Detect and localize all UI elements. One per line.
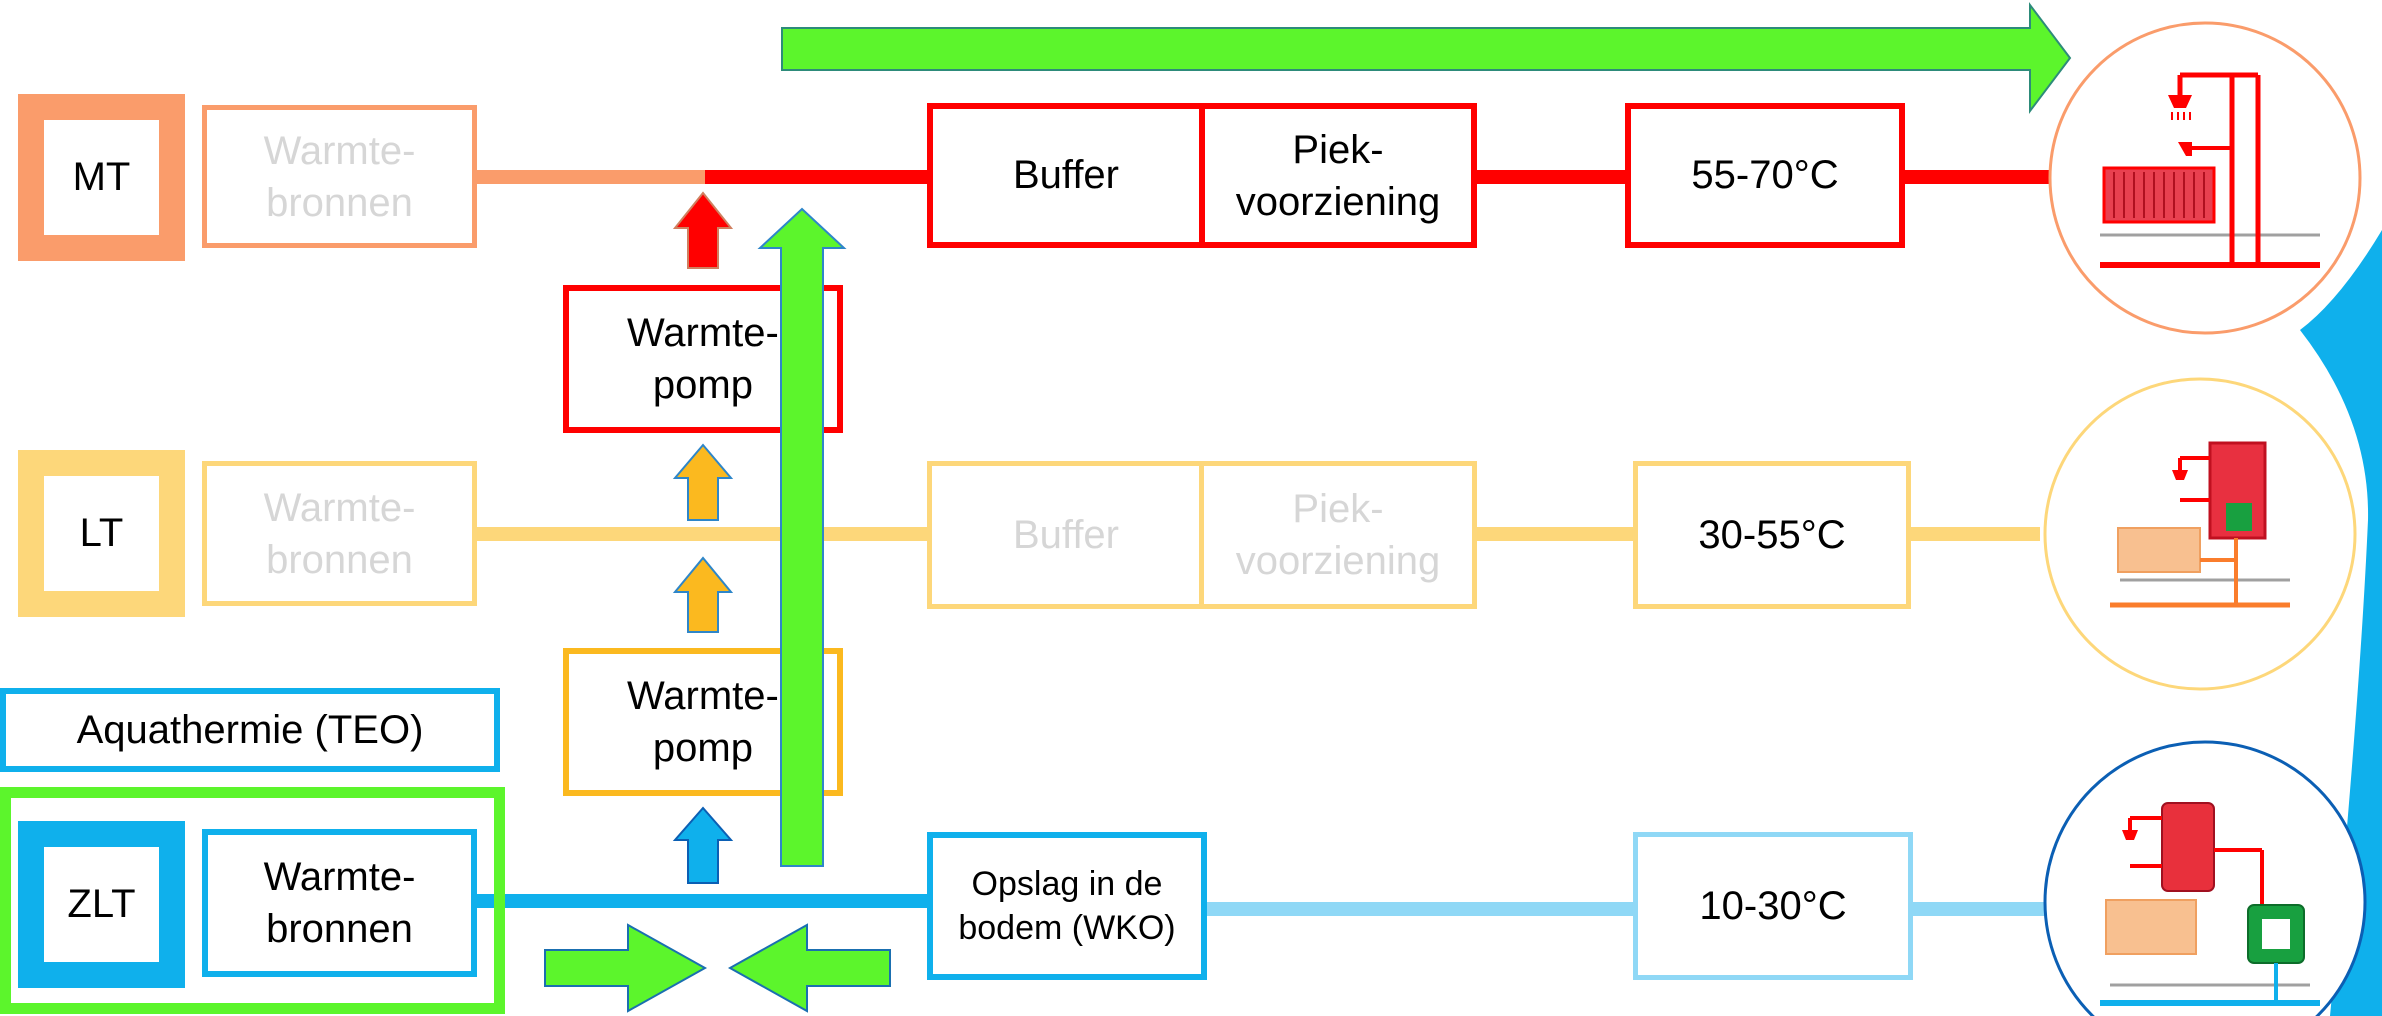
lt-buffer-label: Buffer xyxy=(1013,512,1119,557)
lower-heat-pump-label: Warmte- pomp xyxy=(627,674,779,770)
zlt-storage-label: Opslag in de bodem (WKO) xyxy=(958,864,1176,947)
mt-house-icon xyxy=(2100,72,2320,268)
zlt-temperature-label: 10-30°C xyxy=(1699,883,1847,928)
mt-heat-sources-box: Warmte- bronnen xyxy=(202,105,477,248)
lt-temperature-label: 30-55°C xyxy=(1698,512,1846,557)
green-arrow-left xyxy=(727,923,891,1013)
red-up-arrow xyxy=(672,191,734,269)
zlt-house-icon xyxy=(2100,802,2320,1006)
lower-heat-pump-box: Warmte- pomp xyxy=(563,648,843,796)
zlt-tag: ZLT xyxy=(18,821,185,988)
mt-heat-sources-label: Warmte- bronnen xyxy=(263,128,416,225)
zlt-storage-box: Opslag in de bodem (WKO) xyxy=(927,832,1207,980)
aquathermie-box: Aquathermie (TEO) xyxy=(0,688,500,772)
lt-peak-label: Piek- voorziening xyxy=(1235,487,1441,583)
lt-heat-sources-box: Warmte- bronnen xyxy=(202,461,477,606)
zlt-heat-sources-label: Warmte- bronnen xyxy=(263,855,416,951)
zlt-temperature-box: 10-30°C xyxy=(1633,832,1913,980)
lt-tag: LT xyxy=(18,450,185,617)
zlt-heat-sources-box: Warmte- bronnen xyxy=(202,829,477,977)
lt-heat-sources-label: Warmte- bronnen xyxy=(263,485,416,582)
lt-house-icon xyxy=(2110,441,2290,608)
lt-peak-box: Piek- voorziening xyxy=(1199,461,1477,609)
orange-up-arrow-2 xyxy=(672,556,734,633)
mt-tag: MT xyxy=(18,94,185,261)
mt-temperature-label: 55-70°C xyxy=(1691,153,1839,197)
lt-temperature-box: 30-55°C xyxy=(1633,461,1911,609)
mt-buffer-box: Buffer xyxy=(927,103,1205,248)
lt-tag-label: LT xyxy=(79,511,124,555)
zlt-tag-label: ZLT xyxy=(67,882,136,926)
blue-up-arrow xyxy=(672,806,734,884)
top-green-arrow xyxy=(781,2,2072,114)
upper-heat-pump-box: Warmte- pomp xyxy=(563,285,843,433)
upper-heat-pump-label: Warmte- pomp xyxy=(627,311,779,407)
orange-up-arrow-1 xyxy=(672,443,734,521)
mt-peak-box: Piek- voorziening xyxy=(1199,103,1477,248)
blue-swoosh-shape xyxy=(2300,230,2382,1016)
lt-buffer-box: Buffer xyxy=(927,461,1205,609)
mt-temperature-box: 55-70°C xyxy=(1625,103,1905,248)
mt-peak-label: Piek- voorziening xyxy=(1235,127,1441,224)
aquathermie-label: Aquathermie (TEO) xyxy=(76,707,424,752)
green-arrow-right xyxy=(544,923,708,1013)
mt-tag-label: MT xyxy=(72,155,131,199)
zlt-green-frame xyxy=(0,787,505,1014)
mt-buffer-label: Buffer xyxy=(1013,153,1119,197)
